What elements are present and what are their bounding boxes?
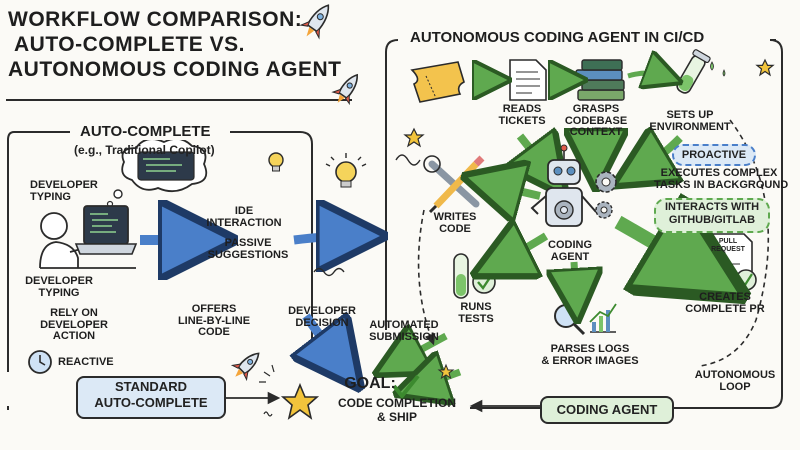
squiggle-left (313, 267, 345, 277)
ticket-icon (410, 61, 465, 103)
rocket-icon (230, 352, 260, 382)
squiggle-right (395, 154, 421, 166)
gear-icon (595, 171, 617, 193)
title-line-3: AUTONOMOUS CODING AGENT (8, 57, 342, 81)
autonomous-loop-label: AUTONOMOUS LOOP (694, 369, 776, 393)
star-icon (280, 382, 320, 420)
developer-typing-bottom: DEVELOPER TYPING (25, 275, 93, 299)
flask-icon (676, 49, 711, 94)
developer-typing-top: DEVELOPER TYPING (30, 179, 98, 203)
lightbulb-icon (268, 152, 284, 172)
grasps-codebase-label: GRASPS CODEBASE CONTEXT (564, 103, 628, 139)
writes-code-label: WRITES CODE (433, 211, 477, 235)
arrow-agent-to-pr (614, 222, 700, 270)
star-icon (403, 127, 425, 148)
automated-submission-label: AUTOMATED SUBMISSION (369, 319, 439, 343)
proactive-badge: PROACTIVE (672, 144, 756, 166)
standard-auto-complete-badge: STANDARD AUTO-COMPLETE (76, 376, 226, 419)
books-icon (575, 59, 625, 101)
arrow-env-to-agent (640, 138, 680, 170)
runs-tests-label: RUNS TESTS (458, 301, 494, 325)
star-icon (437, 363, 455, 380)
creates-pr-label: CREATES COMPLETE PR (685, 291, 765, 315)
offers-line-label: OFFERS LINE-BY-LINE CODE (177, 303, 251, 339)
coding-agent-label: CODING AGENT (548, 239, 592, 263)
reads-tickets-label: READS TICKETS (498, 103, 546, 127)
arrow-developer-decision (306, 316, 340, 362)
title-line-2: AUTO-COMPLETE vs. (14, 32, 245, 56)
executes-complex-label: EXECUTES COMPLEX TASKS IN BACKGROUND (654, 167, 789, 191)
page-title: WORKFLOW COMPARISON: AUTO-COMPLETE vs. A… (8, 8, 342, 82)
bar-chart-icon (589, 303, 617, 333)
auto-complete-heading: AUTO-COMPLETE (76, 124, 215, 140)
wrench-pencil-icon (423, 155, 485, 214)
passive-suggestions-label: PASSIVE SUGGESTIONS (207, 237, 289, 261)
laptop-icon (40, 205, 138, 269)
coding-agent-badge: CODING AGENT (540, 396, 674, 424)
arrow-agent-to-goal (420, 372, 462, 386)
sets-up-environment-label: SETS UP ENVIRONMENT (649, 109, 731, 133)
title-line-1: WORKFLOW COMPARISON: (8, 8, 303, 31)
coding-agent-heading: AUTONOMOUS CODING AGENT IN CI/CD (404, 30, 711, 46)
thought-bubble-icon (106, 137, 208, 208)
ide-interaction-label: IDE INTERACTION (206, 205, 282, 229)
robot-icon (530, 144, 597, 227)
arrow-agent-to-tests (500, 236, 549, 262)
pull-request-doc-label: PULL REQUEST (711, 238, 745, 253)
arrow-agent-to-writes (492, 184, 541, 196)
document-icon (509, 59, 547, 101)
parses-logs-label: PARSES LOGS & ERROR IMAGES (541, 343, 639, 367)
check-icon (392, 374, 420, 400)
rocket-icon (331, 73, 358, 106)
gear-icon (595, 201, 613, 219)
magnifier-icon (554, 304, 586, 336)
sparkle-icon (259, 364, 275, 417)
rely-on-developer-label: RELY ON DEVELOPER ACTION (40, 307, 108, 343)
test-tube-icon (453, 253, 496, 299)
rocket-icon (299, 4, 330, 40)
goal-text: CODE COMPLETION & SHIP (337, 396, 456, 425)
reactive-label: REACTIVE (58, 356, 114, 368)
arrow-read-to-agent (520, 136, 548, 172)
developer-icon (39, 212, 93, 269)
interacts-github-badge: INTERACTS WITH GITHUB/GITLAB (654, 198, 770, 233)
star-icon (755, 58, 775, 77)
arrow-grasp-to-env (627, 73, 664, 76)
clock-icon (28, 350, 52, 374)
developer-decision-label: DEVELOPER DECISION (288, 305, 356, 329)
lightbulb-icon (325, 153, 367, 188)
gear-icon (554, 200, 574, 220)
drops (710, 61, 726, 77)
goal-label: GOAL: (344, 375, 396, 392)
arrow-agent-to-logs (574, 261, 576, 296)
arrow-passive-suggestions (293, 236, 352, 240)
auto-complete-subheading: (e.g., Traditional Copilot) (74, 143, 215, 157)
